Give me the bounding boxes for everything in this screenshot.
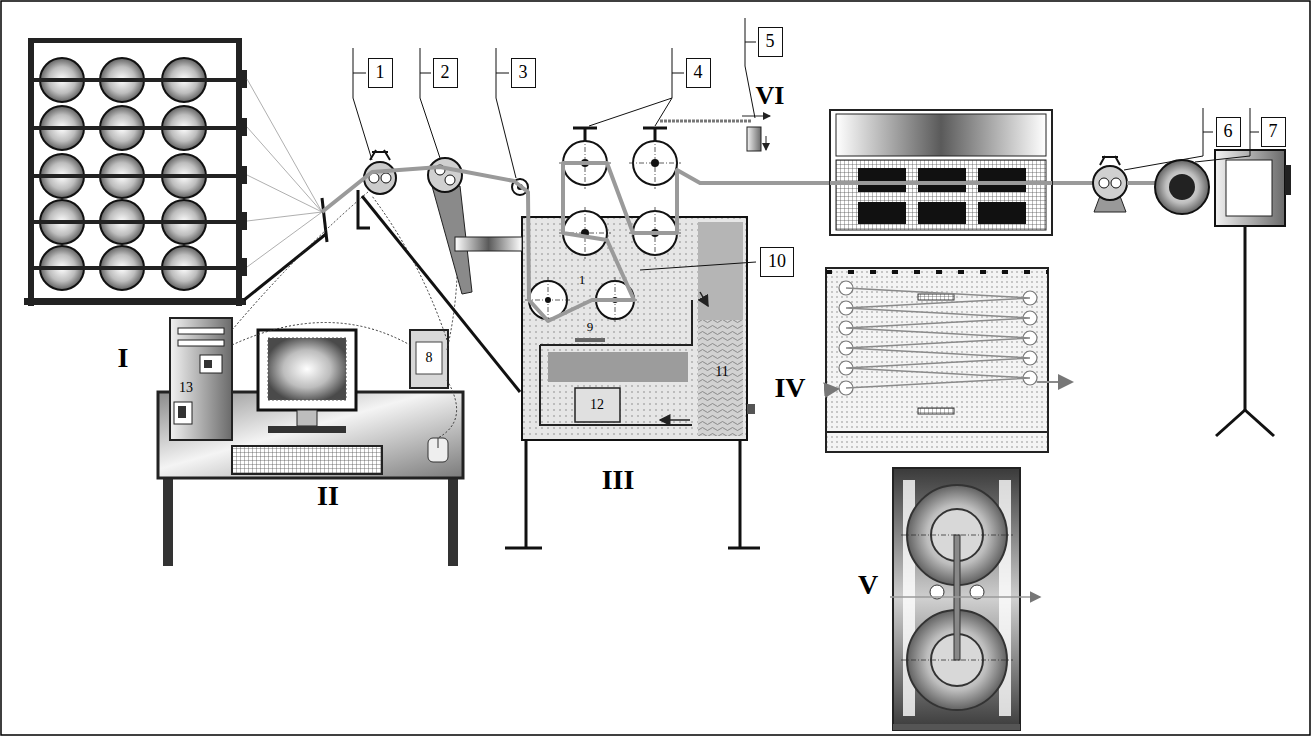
take-up-winder [1093,150,1291,436]
press-rolls [890,468,1040,730]
bobbin-creel [24,38,327,306]
callout-number: 3 [511,58,536,88]
callout-number: 10 [760,247,794,277]
callout-number: 1 [368,58,393,88]
treatment-bath [455,128,760,548]
callout-number: 9 [587,320,594,334]
section-numeral: III [602,465,635,496]
callout-number: 11 [715,364,728,379]
callout-number: 8 [426,350,433,365]
callout-number: 4 [686,58,711,88]
feed-rolls [358,150,528,392]
section-numeral: IV [774,373,805,404]
callout-number: 6 [1216,117,1241,147]
callout-number: 7 [1261,117,1286,147]
callout-number: 2 [433,58,458,88]
callout-number: 13 [179,380,193,395]
tension-weight [660,116,770,151]
computer-desk [158,192,463,566]
section-numeral: VI [756,82,785,111]
callout-number: 5 [758,27,783,57]
drying-unit [830,110,1052,235]
section-numeral: II [317,481,339,512]
drying-chamber [826,268,1072,452]
callout-number: 12 [590,397,604,412]
leader-lines [353,18,1259,270]
section-numeral: V [858,570,878,601]
section-numeral: I [118,343,129,374]
callout-number: 1 [579,273,586,287]
